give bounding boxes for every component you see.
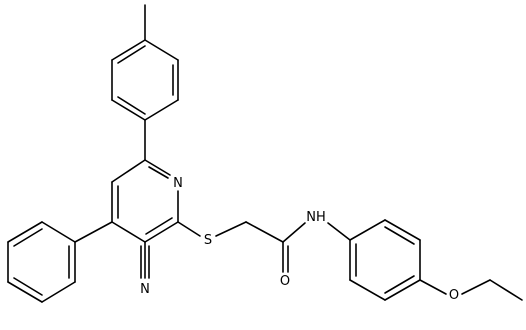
bond — [144, 39, 179, 61]
nitrile-nitrogen-label: N — [140, 282, 150, 297]
bond — [145, 217, 173, 235]
bond — [41, 221, 76, 243]
bond — [13, 277, 43, 296]
bond — [41, 281, 76, 303]
bond — [384, 279, 421, 301]
bond — [489, 279, 523, 301]
sulfur-label: S — [204, 233, 212, 248]
bond — [419, 279, 447, 295]
bond — [111, 39, 146, 61]
ether-oxygen-label: O — [449, 288, 459, 303]
bond — [13, 228, 43, 247]
bond — [282, 222, 306, 243]
bond — [144, 99, 179, 121]
bond — [461, 279, 491, 295]
bond — [117, 96, 146, 115]
bond — [144, 221, 179, 243]
amide-nh-label: NH — [306, 210, 326, 225]
bond — [384, 226, 415, 245]
bond — [111, 159, 146, 183]
bond — [7, 221, 43, 243]
bond — [384, 275, 415, 294]
bond — [215, 221, 247, 237]
bond — [245, 221, 284, 243]
carbonyl-oxygen-label: O — [280, 274, 290, 289]
atom-labels: N S NH O N O — [140, 176, 459, 303]
bond — [327, 222, 351, 241]
bond — [74, 221, 113, 243]
bond — [349, 219, 386, 241]
bond — [144, 159, 171, 176]
bond — [384, 219, 421, 241]
bond — [111, 99, 146, 121]
bond — [349, 279, 386, 301]
bond — [177, 221, 201, 237]
pyridine-nitrogen-label: N — [173, 176, 183, 191]
bonds — [7, 4, 523, 303]
bond — [148, 166, 169, 179]
bond — [7, 281, 43, 303]
bond — [111, 221, 146, 243]
bond — [117, 45, 146, 64]
